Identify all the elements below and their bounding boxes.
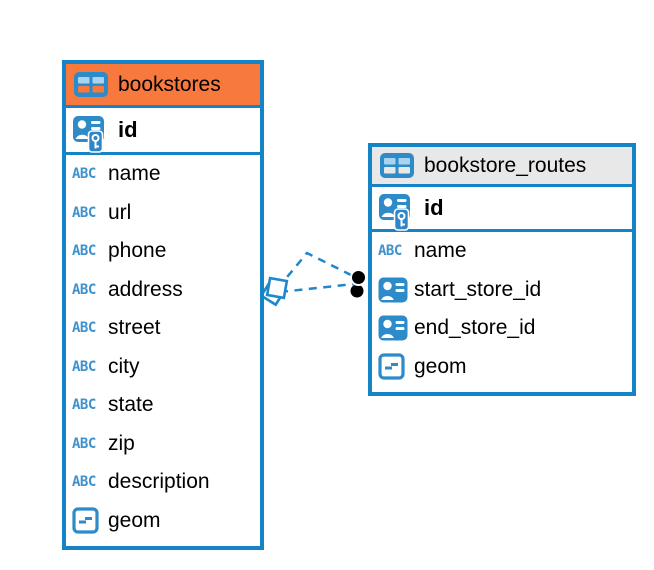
- column-name: geom: [108, 508, 161, 532]
- table-bookstores[interactable]: bookstores id ABC name: [62, 60, 264, 550]
- column-row[interactable]: ABC name: [66, 155, 260, 194]
- column-row[interactable]: ABC url: [66, 193, 260, 232]
- table-bookstore-routes[interactable]: bookstore_routes id ABC name: [368, 143, 636, 396]
- column-row-pk[interactable]: id: [372, 187, 632, 232]
- column-row[interactable]: ABC description: [66, 463, 260, 502]
- column-name: address: [108, 277, 183, 301]
- primary-key-icon: [73, 116, 104, 153]
- geometry-type-icon: [378, 353, 405, 380]
- table-icon: [380, 153, 414, 178]
- text-type-icon: ABC: [72, 397, 96, 414]
- column-row[interactable]: ABC zip: [66, 424, 260, 463]
- text-type-icon: ABC: [72, 320, 96, 337]
- relationship-dot-marker[interactable]: [350, 269, 367, 298]
- column-name: id: [118, 117, 138, 142]
- column-name: street: [108, 316, 161, 340]
- column-name: geom: [414, 354, 467, 378]
- column-row[interactable]: ABC address: [66, 270, 260, 309]
- column-row[interactable]: ABC name: [372, 232, 632, 271]
- table-title: bookstore_routes: [424, 153, 587, 177]
- text-type-icon: ABC: [72, 243, 96, 260]
- column-row-pk[interactable]: id: [66, 108, 260, 155]
- column-name: name: [108, 162, 161, 186]
- column-row[interactable]: ABC state: [66, 386, 260, 425]
- table-bookstore-routes-header[interactable]: bookstore_routes: [372, 147, 632, 187]
- column-name: start_store_id: [414, 277, 542, 301]
- column-row[interactable]: geom: [372, 347, 632, 386]
- table-bookstores-header[interactable]: bookstores: [66, 64, 260, 108]
- text-type-icon: ABC: [72, 435, 96, 452]
- foreign-key-icon: [378, 277, 408, 303]
- column-name: city: [108, 354, 140, 378]
- primary-key-icon: [379, 194, 410, 231]
- relationship-diamond-marker[interactable]: [259, 276, 289, 307]
- text-type-icon: ABC: [72, 281, 96, 298]
- text-type-icon: ABC: [378, 243, 402, 260]
- column-row[interactable]: ABC phone: [66, 232, 260, 271]
- column-row[interactable]: geom: [66, 501, 260, 540]
- relationship-line-upper[interactable]: [277, 251, 356, 289]
- text-type-icon: ABC: [72, 358, 96, 375]
- column-row[interactable]: start_store_id: [372, 270, 632, 309]
- column-row[interactable]: ABC city: [66, 347, 260, 386]
- table-icon: [74, 72, 108, 97]
- column-name: url: [108, 200, 132, 224]
- table-title: bookstores: [118, 72, 221, 96]
- column-row[interactable]: end_store_id: [372, 309, 632, 348]
- column-name: name: [414, 239, 467, 263]
- foreign-key-icon: [378, 315, 408, 341]
- text-type-icon: ABC: [72, 474, 96, 491]
- column-name: description: [108, 470, 210, 494]
- column-name: id: [424, 195, 444, 220]
- column-name: zip: [108, 431, 135, 455]
- column-name: phone: [108, 239, 167, 263]
- column-name: end_store_id: [414, 316, 536, 340]
- relationship-line-lower[interactable]: [279, 282, 355, 294]
- text-type-icon: ABC: [72, 204, 96, 221]
- column-name: state: [108, 393, 154, 417]
- geometry-type-icon: [72, 507, 99, 534]
- column-row[interactable]: ABC street: [66, 309, 260, 348]
- text-type-icon: ABC: [72, 166, 96, 183]
